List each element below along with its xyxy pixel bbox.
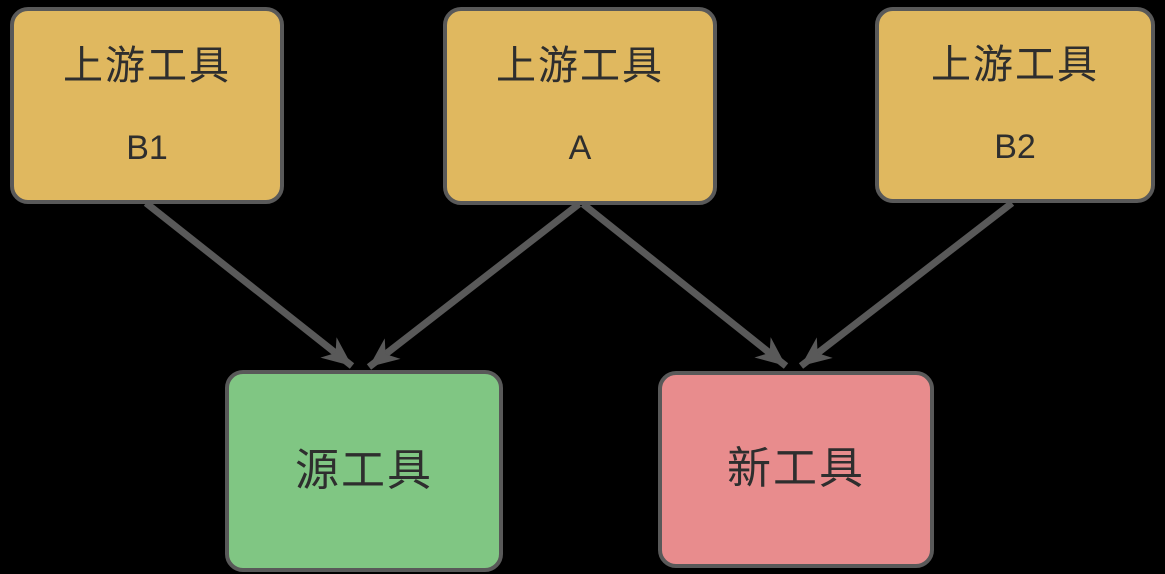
node-label: 上游工具	[63, 43, 231, 88]
node-label: 上游工具	[931, 43, 1099, 88]
node-sublabel: B1	[126, 128, 168, 167]
node-sublabel: B2	[994, 128, 1036, 167]
node-sublabel: A	[568, 129, 592, 168]
edge-upstream-a-to-source-tool	[366, 201, 582, 370]
edge-upstream-b1-to-source-tool	[143, 200, 355, 369]
node-upstream-b2[interactable]: 上游工具 B2	[875, 7, 1155, 203]
node-new-tool[interactable]: 新工具	[658, 371, 934, 568]
node-label: 新工具	[727, 444, 865, 494]
edge-upstream-a-to-new-tool	[580, 201, 789, 369]
node-label: 源工具	[295, 445, 433, 495]
node-upstream-b1[interactable]: 上游工具 B1	[10, 7, 284, 204]
node-source-tool[interactable]: 源工具	[225, 370, 503, 572]
node-upstream-a[interactable]: 上游工具 A	[443, 7, 717, 205]
node-label: 上游工具	[496, 44, 664, 89]
edge-upstream-b2-to-new-tool	[798, 200, 1015, 369]
